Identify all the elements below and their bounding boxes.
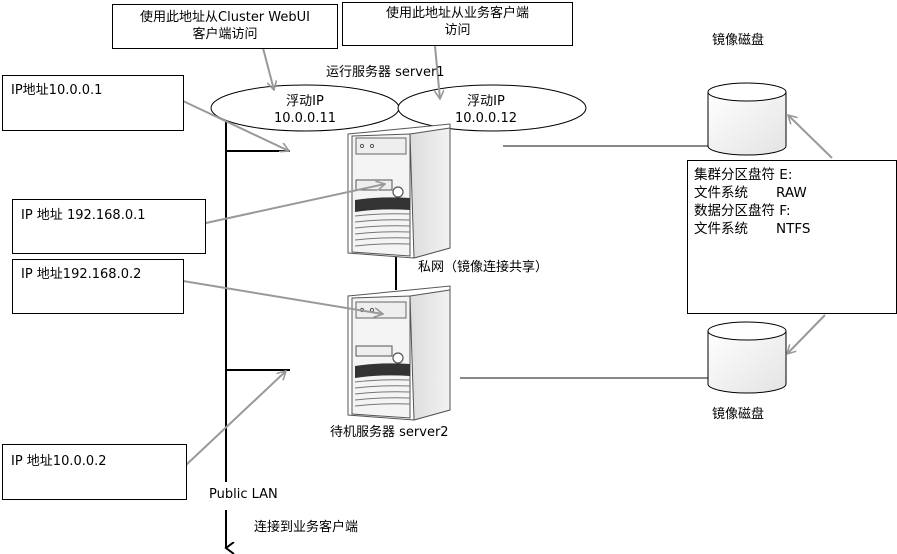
ip-10-0-0-2-text: IP 地址10.0.0.2	[11, 454, 107, 469]
connect-clients-label: 连接到业务客户端	[254, 520, 359, 535]
callout-webui-line2: 客户端访问	[192, 27, 258, 42]
standby-server-label: 待机服务器 server2	[330, 425, 449, 440]
partition-row-value: RAW	[776, 185, 807, 201]
arrow-webui	[262, 47, 274, 90]
partition-row-value: NTFS	[776, 221, 811, 237]
arrow-ip-192-168-0-2	[182, 280, 383, 314]
partition-row-key: 文件系统	[694, 221, 748, 237]
server2-icon	[347, 285, 451, 421]
ip-10-0-0-1-text: IP地址10.0.0.1	[11, 83, 103, 98]
ip-192-168-0-1-text: IP 地址 192.168.0.1	[21, 208, 146, 223]
partition-row: 文件系统 NTFS	[694, 220, 890, 238]
callout-business-line1: 使用此地址从业务客户端	[385, 6, 529, 21]
active-server-label: 运行服务器 server1	[326, 65, 445, 80]
arrow-business	[434, 45, 440, 99]
partition-info-box: 集群分区盘符 E: 文件系统 RAW 数据分区盘符 F: 文件系统 NTFS	[687, 160, 897, 314]
partition-row-key: 数据分区盘符 F:	[694, 203, 791, 219]
private-network-label: 私网（镜像连接共享）	[418, 260, 549, 275]
partition-row-key: 集群分区盘符 E:	[694, 167, 793, 183]
callout-ip-10-0-0-2: IP 地址10.0.0.2	[2, 444, 187, 500]
callout-ip-192-168-0-2: IP 地址192.168.0.2	[12, 259, 184, 314]
callout-webui-access: 使用此地址从Cluster WebUI 客户端访问	[112, 4, 338, 49]
partition-row: 数据分区盘符 F:	[694, 202, 890, 220]
callout-ip-192-168-0-1: IP 地址 192.168.0.1	[12, 199, 206, 254]
arrow-partition-to-top-disk	[788, 115, 833, 159]
callout-ip-10-0-0-1: IP地址10.0.0.1	[2, 75, 184, 131]
arrow-partition-to-bottom-disk	[787, 314, 826, 354]
arrow-ip-192-168-0-1	[182, 184, 385, 229]
floating-ip-2-label: 浮动IP	[467, 94, 505, 109]
public-lan-label: Public LAN	[209, 487, 278, 502]
floating-ip-1-address: 10.0.0.11	[273, 111, 337, 126]
ip-192-168-0-2-text: IP 地址192.168.0.2	[21, 267, 142, 282]
callout-webui-line1: 使用此地址从Cluster WebUI	[140, 10, 310, 25]
mirror-disk-bottom-icon	[707, 321, 787, 394]
partition-row: 集群分区盘符 E:	[694, 166, 890, 184]
mirror-disk-bottom-label: 镜像磁盘	[712, 407, 765, 422]
callout-business-access: 使用此地址从业务客户端 访问	[342, 2, 573, 46]
arrow-ip-10-0-0-1	[182, 100, 289, 151]
partition-row: 文件系统 RAW	[694, 184, 890, 202]
partition-row-key: 文件系统	[694, 185, 748, 201]
floating-ip-2-address: 10.0.0.12	[454, 111, 518, 126]
floating-ip-2: 浮动IP 10.0.0.12	[436, 93, 536, 127]
server1-icon	[347, 123, 451, 259]
mirror-disk-top-icon	[707, 82, 787, 156]
floating-ip-1-label: 浮动IP	[286, 94, 324, 109]
callout-business-line2: 访问	[444, 23, 471, 38]
mirror-disk-top-label: 镜像磁盘	[712, 33, 765, 48]
floating-ip-ellipse-2	[397, 84, 587, 132]
floating-ip-1: 浮动IP 10.0.0.11	[255, 93, 355, 127]
arrow-ip-10-0-0-2	[185, 371, 286, 466]
